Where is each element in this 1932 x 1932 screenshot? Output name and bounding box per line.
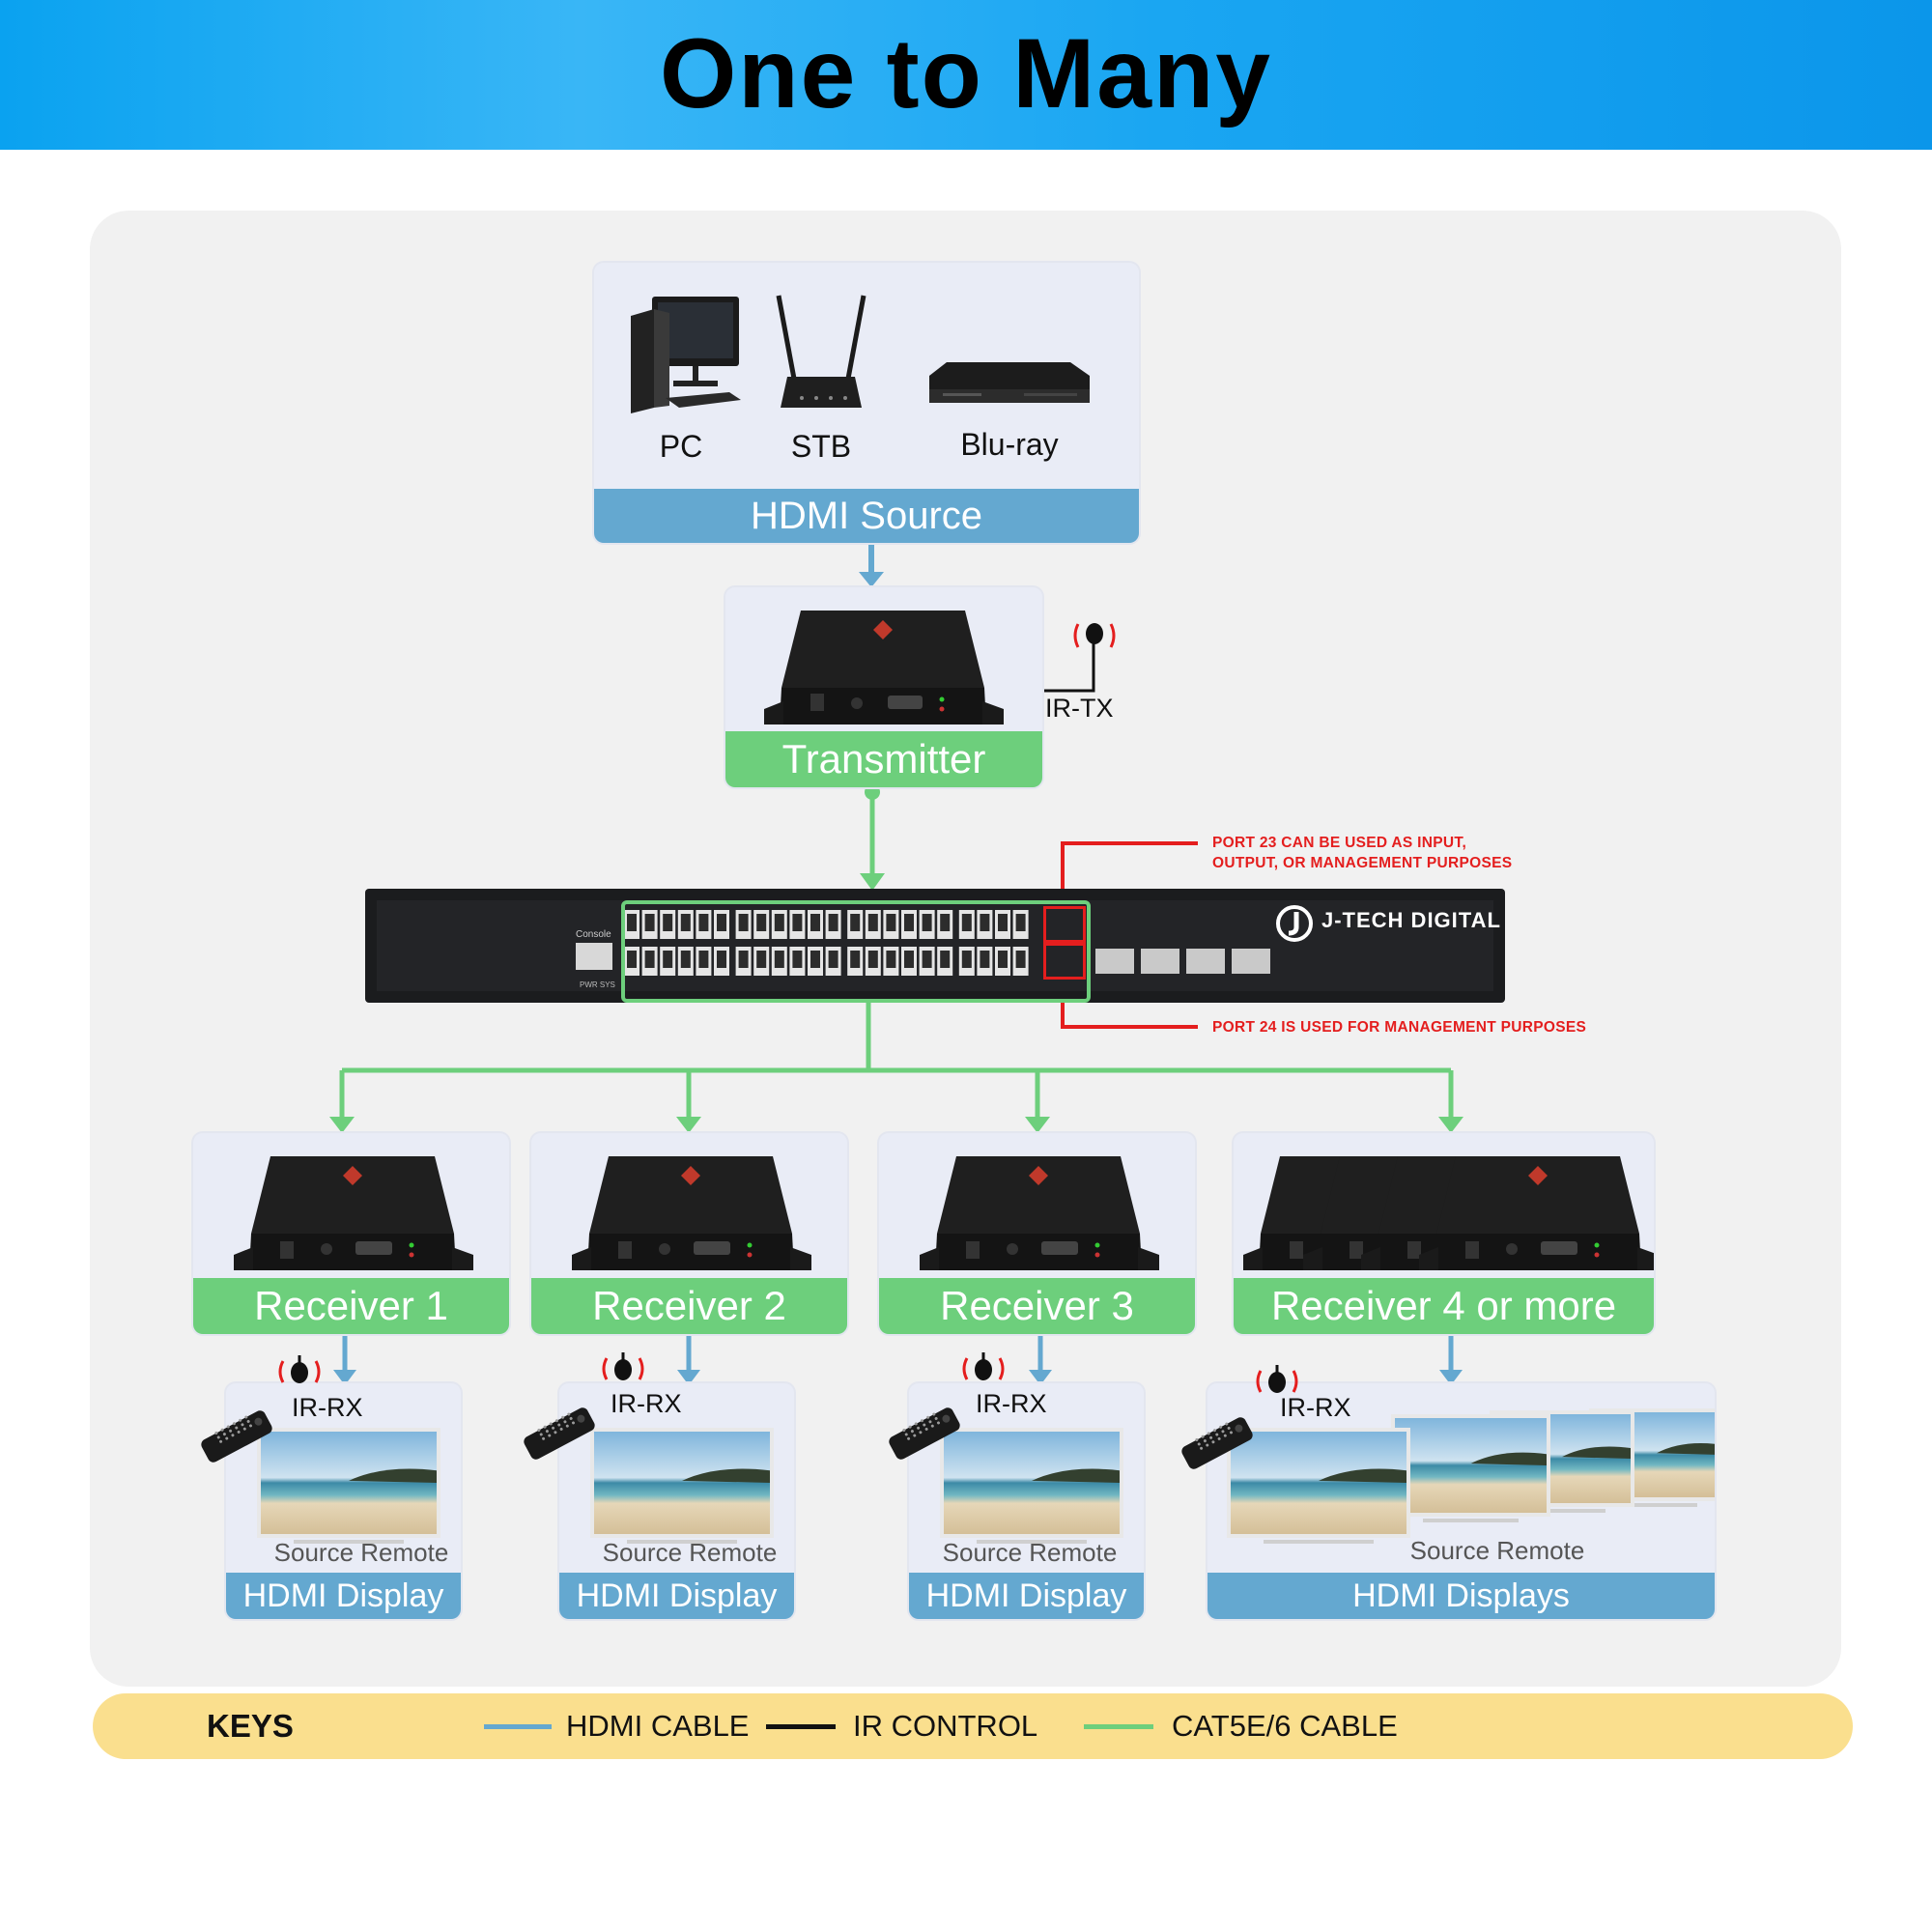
ir-rx-sensor-icon (602, 1352, 644, 1380)
remote-control-icon (524, 1407, 595, 1460)
receiver-device-icon (920, 1156, 1159, 1270)
bluray-player-icon (929, 362, 1090, 403)
remote-control-icon (1181, 1417, 1253, 1469)
transmitter-card: Transmitter (725, 587, 1042, 787)
ir-rx-label-4: IR-RX (1280, 1393, 1351, 1422)
rj45-port-grid (624, 910, 1029, 976)
ir-tx-label: IR-TX (1045, 694, 1114, 723)
cat-arrow-transmitter-switch (860, 784, 885, 891)
source-remote-label: Source Remote (602, 1538, 778, 1567)
transmitter-label: Transmitter (725, 731, 1042, 787)
ir-rx-sensor-icon (278, 1355, 321, 1383)
source-remote-label: Source Remote (942, 1538, 1118, 1567)
jtech-logo-icon (1276, 905, 1313, 942)
tv-display-icon (940, 1428, 1123, 1544)
page-title: One to Many (659, 18, 1273, 128)
transmitter-device-icon (764, 611, 1004, 724)
ir-control-swatch (766, 1724, 836, 1729)
ir-control-key: IR CONTROL (853, 1709, 1038, 1743)
source-remote-label: Source Remote (273, 1538, 449, 1567)
port-group-highlight (621, 900, 1091, 1003)
receiver-card-1: Receiver 1 (193, 1133, 509, 1334)
port-23-highlight[interactable] (1043, 906, 1086, 943)
network-switch: Console PWR SYS J-TECH DIGITAL (365, 889, 1505, 1003)
ir-rx-sensor-icon (962, 1352, 1005, 1380)
receiver-label-3: Receiver 3 (879, 1278, 1195, 1334)
remote-control-icon (201, 1410, 272, 1463)
tv-display-icon (1391, 1414, 1550, 1522)
pc-icon (631, 297, 741, 413)
receiver-label-2: Receiver 2 (531, 1278, 847, 1334)
receiver-card-2: Receiver 2 (531, 1133, 847, 1334)
router-icon (776, 295, 867, 408)
hdmi-source-card: PC STB Blu-ray HDMI Source (594, 263, 1139, 543)
ir-tx-emitter-icon (1073, 623, 1116, 648)
console-label: Console (576, 929, 611, 940)
receiver-label-1: Receiver 1 (193, 1278, 509, 1334)
hdmi-source-label: HDMI Source (594, 489, 1139, 543)
ir-rx-label-2: IR-RX (611, 1389, 682, 1418)
keys-legend: KEYS HDMI CABLE IR CONTROL CAT5E/6 CABLE (93, 1693, 1853, 1759)
display-card-3: Source Remote HDMI Display (909, 1383, 1144, 1619)
hdmi-display-label-2: HDMI Display (559, 1573, 794, 1619)
receiver-label-4: Receiver 4 or more (1234, 1278, 1654, 1334)
hdmi-receiver-display-lines (342, 1336, 1454, 1372)
display-card-4: Source Remote HDMI Displays (1208, 1383, 1715, 1619)
hdmi-displays-label: HDMI Displays (1208, 1573, 1715, 1619)
hdmi-display-label-3: HDMI Display (909, 1573, 1144, 1619)
hdmi-cable-key: HDMI CABLE (566, 1709, 750, 1743)
keys-title: KEYS (207, 1708, 294, 1744)
ir-tx-cable (1043, 643, 1095, 693)
cat-cable-key: CAT5E/6 CABLE (1172, 1709, 1398, 1743)
cat-distribution-lines (339, 995, 1454, 1121)
hdmi-display-label-1: HDMI Display (226, 1573, 461, 1619)
pc-label: PC (659, 429, 703, 464)
console-port (576, 943, 612, 970)
receiver-device-icon (1419, 1156, 1654, 1270)
header-banner (0, 0, 1932, 150)
port-24-highlight[interactable] (1043, 943, 1086, 980)
ir-rx-label-3: IR-RX (976, 1389, 1047, 1418)
sfp-port-27[interactable] (1186, 949, 1225, 974)
brand-label: J-TECH DIGITAL (1321, 908, 1501, 932)
cat-arrowheads (329, 1117, 1463, 1133)
stb-label: STB (790, 429, 852, 464)
port-23-note: PORT 23 CAN BE USED AS INPUT, OUTPUT, OR… (1212, 835, 1513, 871)
hdmi-cable-swatch (484, 1724, 552, 1729)
receiver-device-icon (572, 1156, 811, 1270)
cat-cable-swatch (1084, 1724, 1153, 1729)
ir-rx-label-1: IR-RX (292, 1393, 363, 1422)
sfp-port-28[interactable] (1232, 949, 1270, 974)
remote-control-icon (889, 1407, 960, 1460)
ir-rx-sensor-icon (1256, 1365, 1298, 1393)
tv-display-icon (1227, 1428, 1410, 1544)
bluray-label: Blu-ray (960, 427, 1059, 462)
tv-display-icon (257, 1428, 440, 1544)
display-card-2: Source Remote HDMI Display (559, 1383, 794, 1619)
receiver-card-3: Receiver 3 (879, 1133, 1195, 1334)
hdmi-arrow-source-transmitter (859, 543, 884, 587)
receiver-card-4: Receiver 4 or more (1234, 1133, 1654, 1334)
receiver-device-icon (234, 1156, 473, 1270)
sfp-port-26[interactable] (1141, 949, 1179, 974)
tv-display-icon (590, 1428, 774, 1544)
led-labels: PWR SYS (580, 980, 615, 989)
port-24-note: PORT 24 IS USED FOR MANAGEMENT PURPOSES (1212, 1019, 1587, 1036)
sfp-port-25[interactable] (1095, 949, 1134, 974)
source-remote-label: Source Remote (1409, 1536, 1585, 1565)
hdmi-display-arrowheads (333, 1370, 1463, 1385)
